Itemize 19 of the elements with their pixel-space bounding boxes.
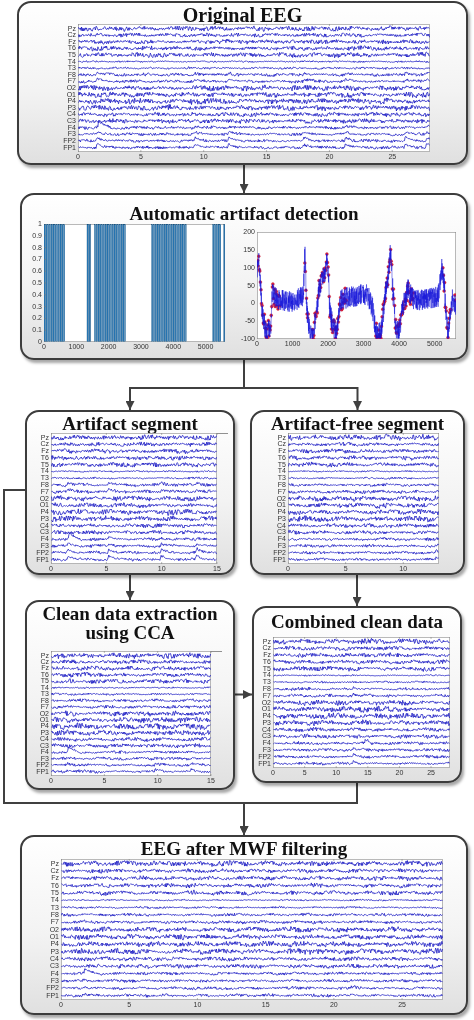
stage-title: EEG after MWF filtering — [140, 839, 348, 858]
process-box — [252, 606, 462, 783]
arrow — [234, 690, 253, 699]
stage-title: Clean data extraction using CCA — [41, 604, 219, 642]
arrow — [239, 782, 358, 836]
arrow — [125, 574, 135, 601]
arrow — [352, 574, 362, 607]
process-box — [25, 410, 235, 575]
process-box — [17, 1, 468, 165]
process-box — [250, 410, 465, 575]
process-box — [25, 600, 235, 790]
stage-title: Original EEG — [182, 5, 303, 25]
stage-title: Artifact segment — [62, 414, 198, 433]
stage-title: Automatic artifact detection — [129, 204, 359, 223]
stage-title: Combined clean data — [270, 612, 444, 631]
arrow — [239, 164, 249, 194]
process-box — [20, 835, 468, 1015]
arrow — [243, 359, 362, 411]
stage-title: Artifact-free segment — [270, 414, 445, 433]
